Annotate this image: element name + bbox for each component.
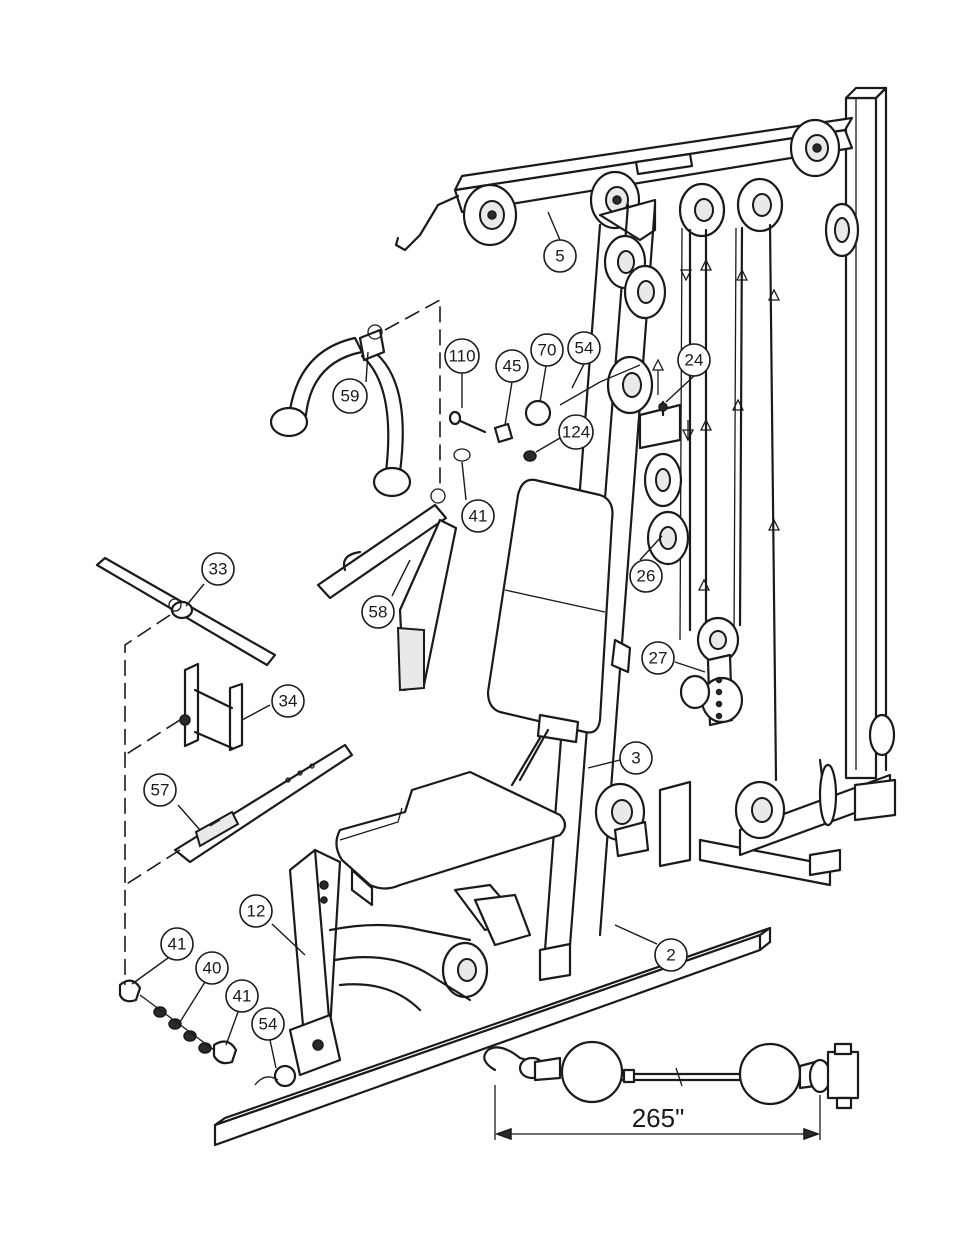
callout-2: 2 [655,939,687,971]
svg-text:54: 54 [575,339,594,358]
callout-110: 110 [445,339,479,373]
cable-length-label: 265" [632,1103,685,1133]
svg-text:41: 41 [233,987,252,1006]
straight-bar [97,558,275,665]
ankle-strap [175,745,352,862]
callout-27: 27 [642,642,674,674]
stirrup-handle [180,664,242,750]
callout-12: 12 [240,895,272,927]
top-pulley-left [464,185,516,245]
svg-text:58: 58 [369,603,388,622]
upright-side-pulley [826,204,858,256]
lower-pulley-left [596,784,648,856]
top-pulley-pair-b [738,179,782,231]
callout-41-left: 41 [161,928,193,960]
callout-41-top: 41 [462,500,494,532]
svg-text:33: 33 [209,560,228,579]
callout-58: 58 [362,596,394,628]
svg-text:54: 54 [259,1015,278,1034]
svg-text:3: 3 [631,749,640,768]
svg-text:27: 27 [649,649,668,668]
svg-text:59: 59 [341,387,360,406]
weight-carriage [681,618,742,725]
svg-text:41: 41 [469,507,488,526]
callout-59: 59 [333,379,367,413]
floating-pulley-bracket [640,402,688,564]
handle-strap [318,489,456,690]
svg-text:24: 24 [685,351,704,370]
lower-pulley-floor [443,943,487,997]
callout-34: 34 [272,685,304,717]
svg-text:70: 70 [538,341,557,360]
svg-text:45: 45 [503,357,522,376]
callout-124: 124 [559,415,593,449]
cable-spec-detail: 265" [484,1042,858,1140]
seat-pad [336,730,565,945]
rear-upright-tower [846,88,886,778]
callout-26: 26 [630,560,662,592]
callout-54-top: 54 [568,332,600,364]
callout-57: 57 [144,774,176,806]
svg-text:57: 57 [151,781,170,800]
svg-text:2: 2 [666,946,675,965]
svg-text:110: 110 [448,347,475,366]
callout-70: 70 [531,334,563,366]
svg-text:5: 5 [555,247,564,266]
svg-text:34: 34 [279,692,298,711]
callout-5: 5 [544,240,576,272]
callout-3: 3 [620,742,652,774]
callout-24: 24 [678,344,710,376]
lower-pulley-right [736,782,784,838]
svg-text:124: 124 [562,423,590,442]
top-pulley-right [791,120,839,176]
callout-33: 33 [202,553,234,585]
svg-text:12: 12 [247,902,266,921]
callout-45: 45 [496,350,528,382]
callout-40: 40 [196,952,228,984]
callout-41-bottom: 41 [226,980,258,1012]
press-arm-hook [396,196,458,250]
svg-text:40: 40 [203,959,222,978]
top-pulley-pair-a [680,184,724,236]
callout-54-bottom: 54 [252,1008,284,1040]
back-pad [488,480,630,742]
svg-text:26: 26 [637,567,656,586]
svg-text:41: 41 [168,935,187,954]
upright-pulley-2 [625,266,665,318]
upright-pulley-3 [608,357,652,413]
